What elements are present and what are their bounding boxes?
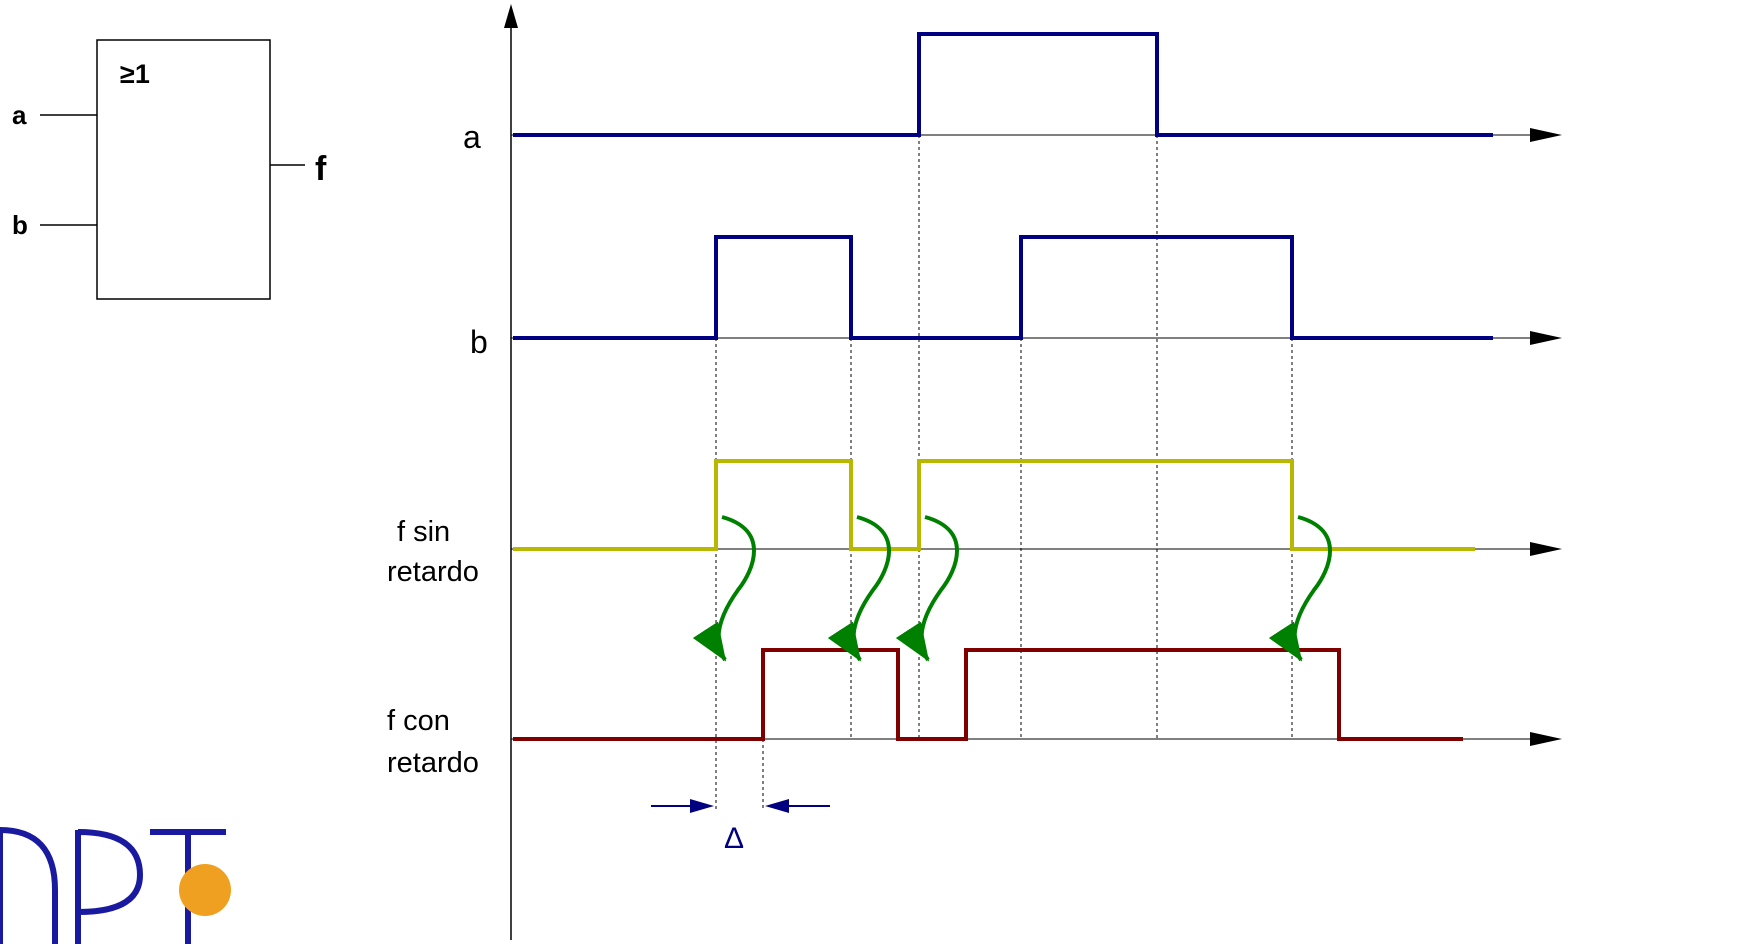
delay-arrowhead-left-icon <box>690 799 714 813</box>
delay-arrow <box>827 515 891 662</box>
delay-symbol: Δ <box>724 822 744 855</box>
signal-label-f-con-line1: f con <box>387 705 450 737</box>
time-arrow-icon <box>1530 542 1562 556</box>
time-arrow-icon <box>1530 331 1562 345</box>
delay-arrow <box>1268 515 1332 662</box>
signal-label-a: a <box>463 119 481 155</box>
gate-symbol: ≥1 <box>120 59 150 89</box>
waveform-f-sin-retardo <box>513 459 1475 551</box>
logo-letter-shape <box>0 827 58 944</box>
propagation-arrows <box>692 515 1332 662</box>
or-gate: ≥1 a b f <box>12 39 327 300</box>
signal-label-f-sin-line2: retardo <box>387 556 479 588</box>
signal-label-f-sin-line1: f sin <box>397 516 450 548</box>
gate-input-a-label: a <box>12 100 27 130</box>
signal-label-b: b <box>470 324 488 360</box>
signal-label-f-con-line2: retardo <box>387 747 479 779</box>
delay-arrow <box>692 515 756 662</box>
delay-arrowhead-right-icon <box>765 799 789 813</box>
time-arrow-icon <box>1530 732 1562 746</box>
logo <box>0 827 231 944</box>
waveform-a <box>513 32 1493 137</box>
gate-output-f-label: f <box>315 150 327 188</box>
delay-indicator: Δ <box>651 799 830 855</box>
vertical-axis-arrow-icon <box>504 4 518 28</box>
time-axis-arrowheads <box>1530 128 1562 746</box>
logo-letter-shape <box>75 829 144 944</box>
gate-input-b-label: b <box>12 210 28 240</box>
logo-accent-circle <box>179 864 231 916</box>
waveform-b <box>513 235 1493 340</box>
gate-body <box>96 39 271 300</box>
waveform-f-con-retardo <box>513 648 1463 741</box>
time-arrow-icon <box>1530 128 1562 142</box>
delay-arrow <box>895 515 959 662</box>
